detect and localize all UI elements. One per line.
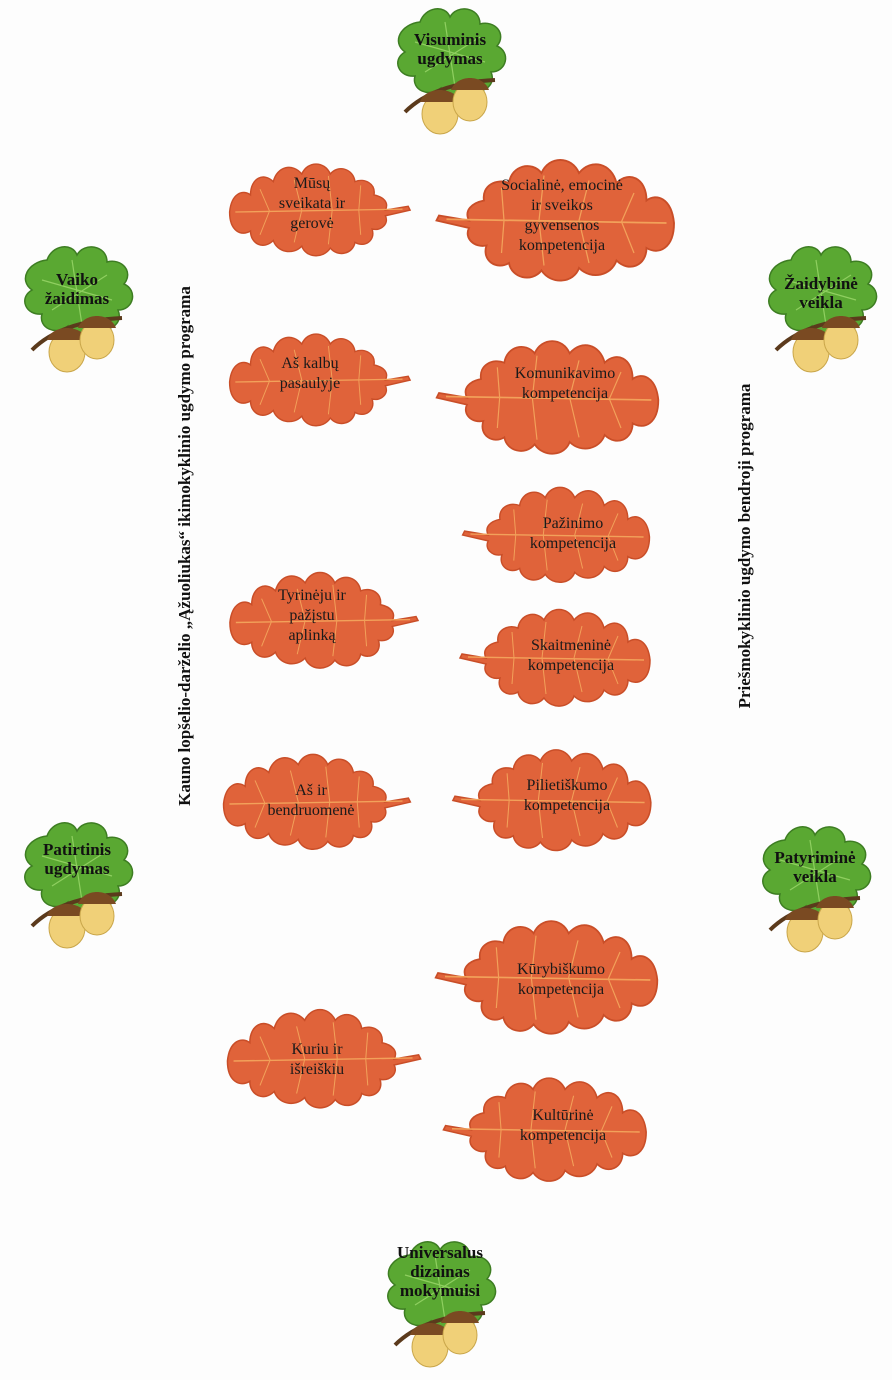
oak-cluster-icon	[750, 820, 880, 955]
left-program-title: Kauno lopšelio-darželio „Ąžuoliukas“ iki…	[175, 246, 195, 846]
leaf-label-civic: Pilietiškumo kompetencija	[492, 776, 642, 816]
leaf-right-digital: Skaitmeninė kompetencija	[440, 600, 676, 720]
oak-top: Visuminis ugdymas	[385, 2, 515, 132]
leaf-label-create: Kuriu ir išreiškiu	[262, 1040, 372, 1080]
leaf-right-cognition: Pažinimo kompetencija	[440, 478, 678, 596]
oak-label-top: Visuminis ugdymas	[385, 30, 515, 68]
right-program-title: Priešmokyklinio ugdymo bendroji programa	[735, 266, 755, 826]
leaf-label-health: Mūsų sveikata ir gerovė	[262, 174, 362, 234]
oak-bottom: Universalus dizainas mokymuisi	[375, 1235, 505, 1365]
leaf-label-social: Socialinė, emocinė ir sveikos gyvensenos…	[482, 176, 642, 256]
leaf-label-cultural: Kultūrinė kompetencija	[488, 1106, 638, 1146]
leaf-left-explore: Tyrinėju ir pažįstu aplinką	[222, 560, 420, 685]
leaf-label-cognition: Pažinimo kompetencija	[498, 514, 648, 554]
oak-right-lower: Patyriminė veikla	[750, 820, 880, 950]
leaf-left-community: Aš ir bendruomenė	[214, 745, 414, 863]
oak-label-left-upper: Vaiko žaidimas	[12, 270, 142, 308]
leaf-label-communication: Komunikavimo kompetencija	[490, 364, 640, 404]
leaf-left-create: Kuriu ir išreiškiu	[218, 1000, 424, 1122]
leaf-left-language: Aš kalbų pasaulyje	[222, 322, 412, 442]
oak-cluster-icon	[385, 2, 515, 137]
oak-label-bottom: Universalus dizainas mokymuisi	[375, 1243, 505, 1300]
oak-cluster-icon	[12, 816, 142, 951]
leaf-right-civic: Pilietiškumo kompetencija	[440, 740, 670, 865]
oak-label-left-lower: Patirtinis ugdymas	[12, 840, 142, 878]
oak-label-right-lower: Patyriminė veikla	[750, 848, 880, 886]
oak-left-lower: Patirtinis ugdymas	[12, 816, 142, 946]
leaf-right-cultural: Kultūrinė kompetencija	[428, 1068, 668, 1196]
leaf-label-creativity: Kūrybiškumo kompetencija	[486, 960, 636, 1000]
leaf-left-health: Mūsų sveikata ir gerovė	[222, 152, 412, 272]
leaf-right-social: Socialinė, emocinė ir sveikos gyvensenos…	[432, 148, 686, 298]
leaf-right-communication: Komunikavimo kompetencija	[430, 330, 672, 470]
leaf-label-digital: Skaitmeninė kompetencija	[496, 636, 646, 676]
leaf-label-explore: Tyrinėju ir pažįstu aplinką	[262, 586, 362, 646]
leaf-right-creativity: Kūrybiškumo kompetencija	[426, 910, 674, 1050]
oak-label-right-upper: Žaidybinė veikla	[756, 274, 886, 312]
leaf-label-community: Aš ir bendruomenė	[256, 781, 366, 821]
oak-left-upper: Vaiko žaidimas	[12, 240, 142, 370]
leaf-label-language: Aš kalbų pasaulyje	[260, 354, 360, 394]
oak-right-upper: Žaidybinė veikla	[756, 240, 886, 370]
